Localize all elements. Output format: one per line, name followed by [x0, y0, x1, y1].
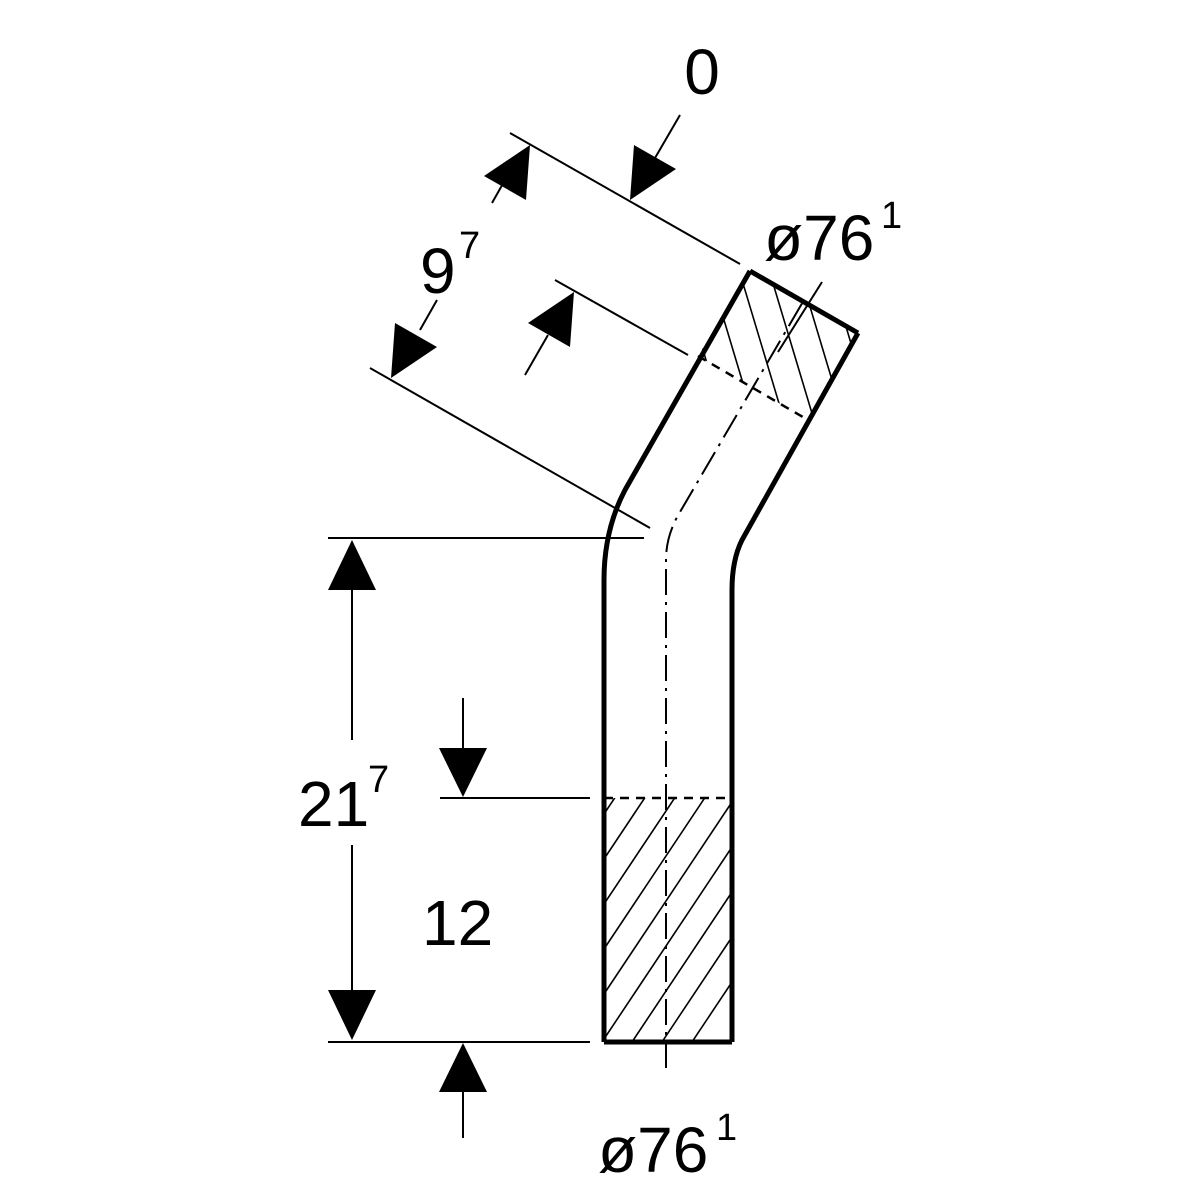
- top-length-value: 9: [420, 235, 456, 307]
- top-diameter-label: ø76 1: [764, 195, 902, 274]
- dimension-insertion: [439, 698, 487, 1138]
- arrow-down-icon: [439, 748, 487, 797]
- dimension-inner-arrow: [524, 292, 574, 376]
- bottom-diameter-sup: 1: [716, 1107, 737, 1149]
- bottom-diameter-label: ø76 1: [598, 1107, 737, 1186]
- height-sup: 7: [368, 759, 389, 801]
- arrow-icon: [391, 323, 437, 378]
- arrow-icon: [484, 145, 530, 200]
- insertion-marks: [604, 354, 809, 800]
- dimension-height: [328, 540, 376, 1040]
- extension-lines: [328, 132, 823, 1043]
- top-length-sup: 7: [459, 225, 480, 267]
- arrow-up-icon: [328, 540, 376, 590]
- top-diameter-value: ø76: [764, 202, 874, 274]
- insertion-depth-label: 12: [422, 887, 493, 959]
- height-label: 21 7: [298, 759, 389, 840]
- offset-label: 0: [684, 36, 720, 108]
- arrow-icon: [528, 292, 574, 347]
- dimension-offset: [630, 114, 681, 200]
- dimension-top-length: [391, 145, 530, 378]
- height-value: 21: [298, 768, 369, 840]
- pipe-outline: [601, 268, 861, 1045]
- arrow-icon: [630, 145, 676, 200]
- bottom-diameter-value: ø76: [598, 1114, 708, 1186]
- top-length-label: 9 7: [420, 225, 480, 307]
- center-line: [665, 299, 805, 1068]
- top-diameter-sup: 1: [881, 195, 902, 237]
- arrow-down-icon: [328, 990, 376, 1040]
- arrow-up-icon: [439, 1043, 487, 1092]
